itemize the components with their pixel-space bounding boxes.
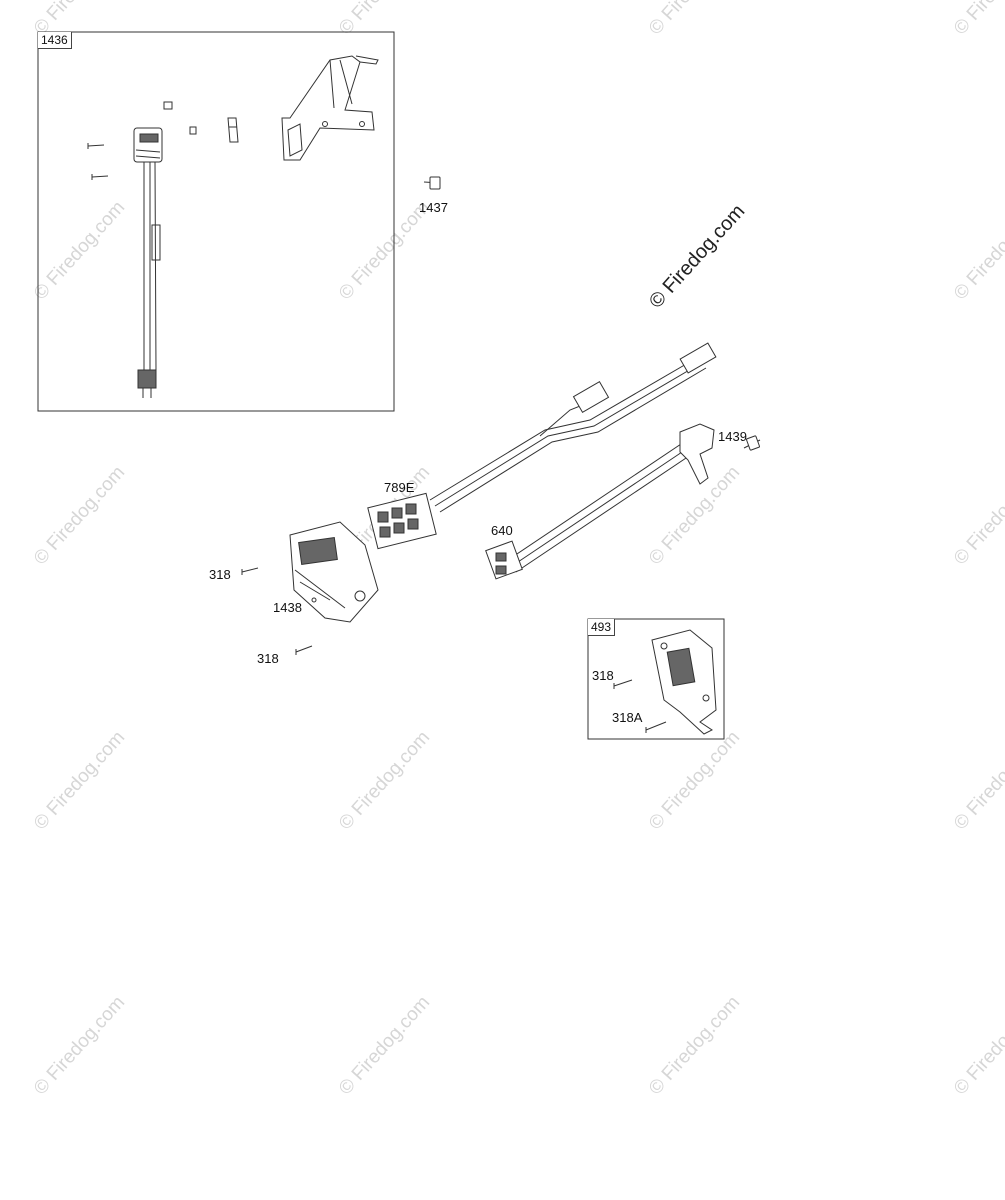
cover-1438 [289, 521, 379, 623]
screw-1437 [423, 176, 441, 190]
callout-789e: 789E [384, 480, 415, 495]
sensor-harness-640 [485, 423, 761, 580]
callout-318-left: 318 [209, 567, 231, 582]
inset-box-493 [587, 618, 725, 740]
bracket-493 [613, 629, 717, 735]
inset-label-493: 493 [588, 619, 616, 636]
screw-318-bottom [295, 645, 313, 655]
screw-318-left [241, 567, 259, 575]
wire-harness-789e [367, 342, 717, 550]
callout-318-bottom: 318 [257, 651, 279, 666]
callout-318-inset: 318 [592, 668, 614, 683]
callout-1438: 1438 [273, 600, 302, 615]
inset-label-1436: 1436 [38, 32, 72, 49]
inset-box-1436 [37, 31, 395, 412]
callout-640: 640 [491, 523, 513, 538]
callout-1437: 1437 [419, 200, 448, 215]
callout-318a-inset: 318A [612, 710, 643, 725]
callout-1439: 1439 [718, 429, 747, 444]
switch-harness-assembly [87, 55, 379, 398]
